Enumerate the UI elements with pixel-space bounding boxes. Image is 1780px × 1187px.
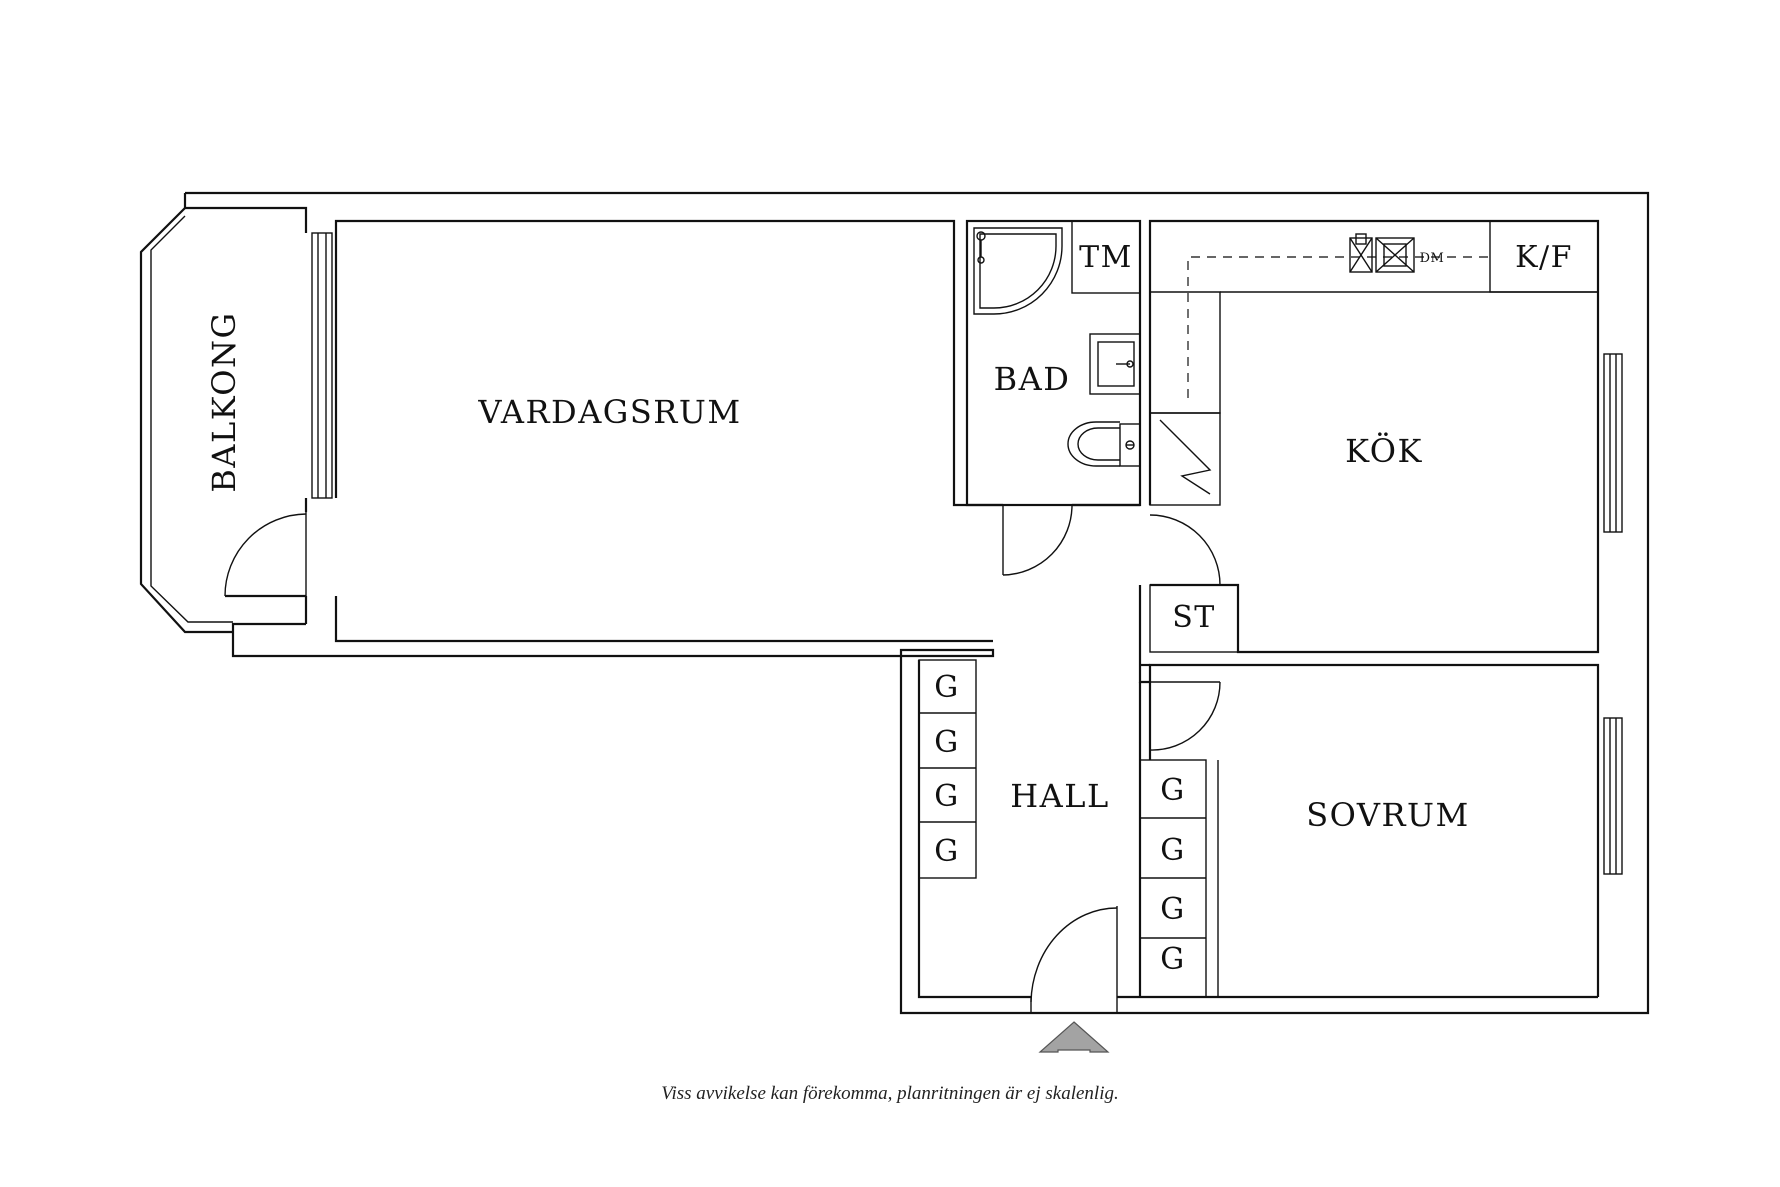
- room-label-balkong: BALKONG: [205, 311, 243, 492]
- dishwasher-icon: [1375, 237, 1415, 273]
- balcony: [139, 207, 308, 634]
- room-label-st: ST: [1172, 600, 1216, 635]
- wardrobe-label: G: [1160, 892, 1185, 927]
- living-room: [334, 219, 993, 643]
- room-label-dm: DM: [1420, 251, 1445, 266]
- room-label-kf: K/F: [1515, 240, 1573, 275]
- washing-machine: [1071, 220, 1141, 294]
- room-label-bad: BAD: [994, 360, 1071, 398]
- hall-wardrobes-left: [917, 659, 1031, 999]
- room-label-vardagsrum: VARDAGSRUM: [477, 393, 741, 431]
- room-label-hall: HALL: [1010, 777, 1110, 815]
- kitchen-window: [1603, 353, 1623, 533]
- sink: [1089, 333, 1141, 395]
- hall-wardrobes-right: [1139, 759, 1207, 998]
- wardrobe-label: G: [934, 670, 959, 705]
- entrance-door: [1030, 906, 1598, 1013]
- wardrobe-label: G: [934, 725, 959, 760]
- fridge-freezer: [1489, 220, 1599, 293]
- room-label-sovrum: SOVRUM: [1306, 796, 1470, 834]
- bedroom-window: [1603, 717, 1623, 875]
- room-label-kok: KÖK: [1345, 432, 1423, 470]
- room-label-tm: TM: [1079, 240, 1133, 275]
- stove-icon: [1349, 233, 1373, 273]
- bathroom-door: [1002, 504, 1073, 576]
- wardrobe-label: G: [1160, 942, 1185, 977]
- balcony-door: [224, 512, 307, 598]
- toilet: [1067, 421, 1141, 467]
- bedroom-door: [1149, 681, 1221, 751]
- wardrobe-label: G: [934, 834, 959, 869]
- entrance-arrow-icon: [1038, 1021, 1110, 1053]
- kitchen-door: [1149, 514, 1221, 586]
- shower: [973, 227, 1063, 315]
- outer-walls: [183, 191, 1650, 1015]
- kitchen: [1148, 219, 1600, 654]
- bathroom: [965, 219, 1142, 507]
- balcony-window: [311, 232, 333, 499]
- wardrobe-label: G: [1160, 773, 1185, 808]
- wardrobe-label: G: [1160, 833, 1185, 868]
- wardrobe-label: G: [934, 779, 959, 814]
- disclaimer-note: Viss avvikelse kan förekomma, planritnin…: [661, 1083, 1118, 1104]
